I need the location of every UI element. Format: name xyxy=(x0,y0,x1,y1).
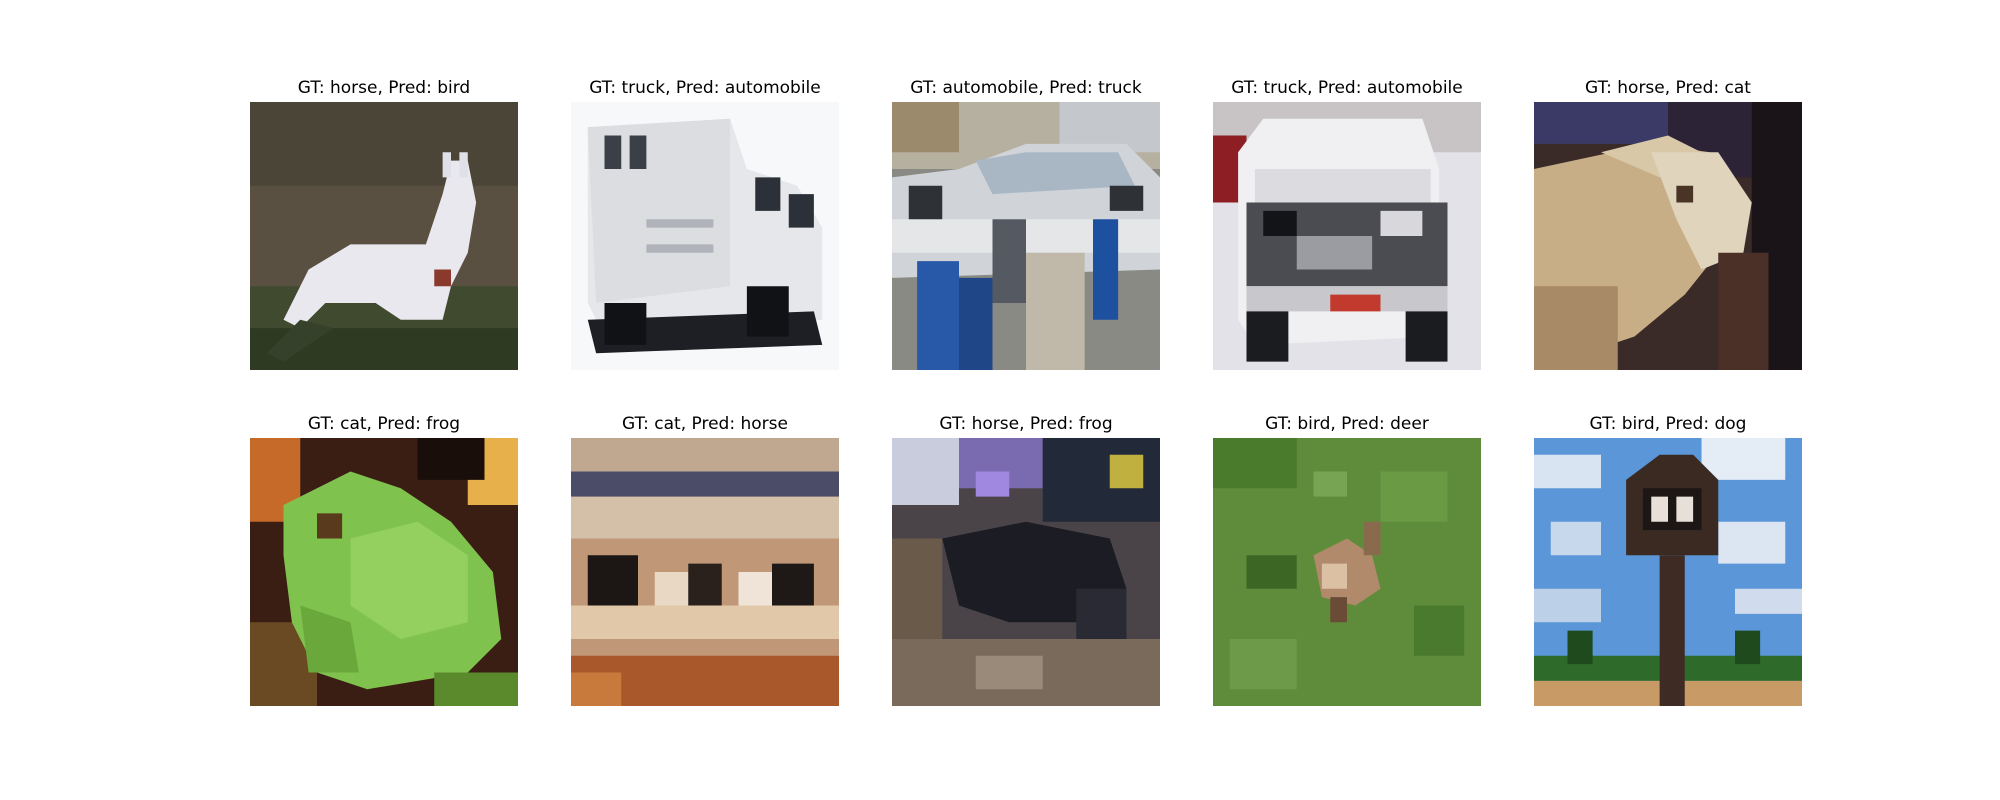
image-horse-white xyxy=(250,102,518,370)
panel-title: GT: cat, Pred: horse xyxy=(622,414,788,434)
panel-title: GT: truck, Pred: automobile xyxy=(1231,78,1463,98)
panel-title: GT: truck, Pred: automobile xyxy=(589,78,821,98)
image-owl-post xyxy=(1534,438,1802,706)
image-truck-white xyxy=(571,102,839,370)
image-bird-grass xyxy=(1213,438,1481,706)
image-horse-head xyxy=(1534,102,1802,370)
panel-title: GT: bird, Pred: dog xyxy=(1589,414,1747,434)
panel-title: GT: horse, Pred: frog xyxy=(939,414,1113,434)
image-frog xyxy=(250,438,518,706)
panel-title: GT: bird, Pred: deer xyxy=(1265,414,1429,434)
image-cats-basket xyxy=(571,438,839,706)
panel-title: GT: automobile, Pred: truck xyxy=(910,78,1142,98)
image-automobile-street xyxy=(892,102,1160,370)
panel-title: GT: cat, Pred: frog xyxy=(307,414,461,434)
image-horse-dark xyxy=(892,438,1160,706)
panel-title: GT: horse, Pred: cat xyxy=(1585,78,1751,98)
image-truck-front xyxy=(1213,102,1481,370)
panel-title: GT: horse, Pred: bird xyxy=(297,78,471,98)
